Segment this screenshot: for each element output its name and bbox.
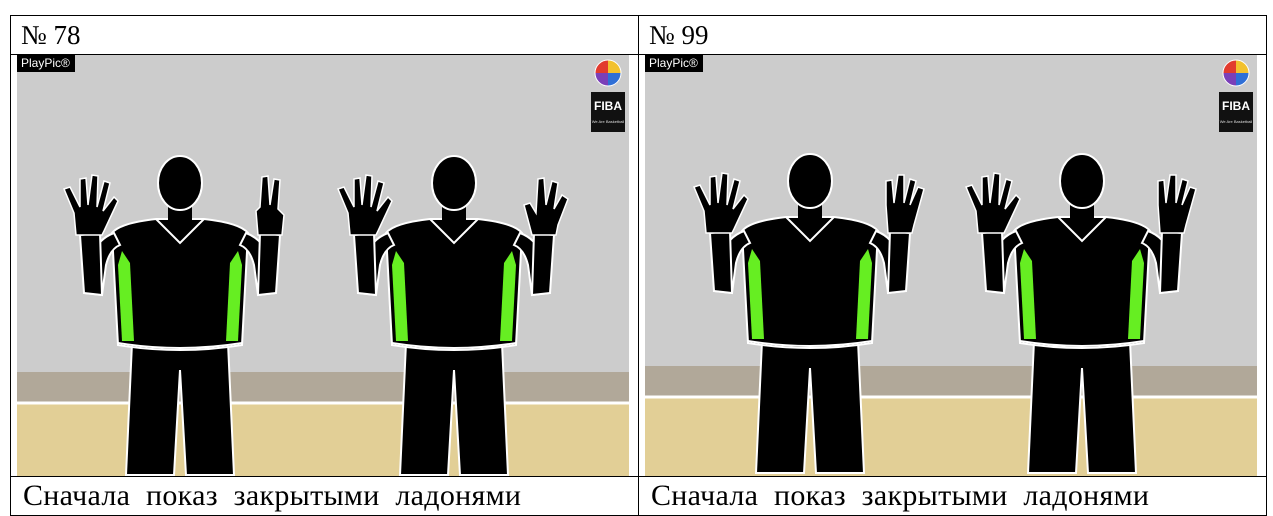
picture-cell: PlayPic® FIBA We Are Basketball [11,55,639,477]
referee-illustration [17,55,629,476]
fiba-logo-tagline: We Are Basketball [591,119,625,124]
fiba-ball-icon [593,58,623,88]
signal-caption: Сначала показ закрытыми ладонями [11,477,638,515]
referee-signal-image: PlayPic® FIBA We Are Basketball [645,55,1257,476]
baseboard [17,372,629,402]
signal-caption: Сначала показ закрытыми ладонями [639,477,1266,515]
floor [645,396,1257,476]
signal-number: № 99 [639,16,1266,54]
signal-number: № 78 [11,16,638,54]
fiba-logo-tagline: We Are Basketball [1219,119,1253,124]
fiba-logo-word: FIBA [1219,99,1253,113]
playpic-watermark: PlayPic® [645,55,703,72]
number-cell: № 99 [639,16,1267,55]
baseboard [645,366,1257,396]
fiba-logo: FIBA We Are Basketball [1219,92,1253,132]
fiba-ball-icon [1221,58,1251,88]
number-cell: № 78 [11,16,639,55]
signal-table: № 78 № 99 [10,15,1267,516]
caption-cell: Сначала показ закрытыми ладонями [639,477,1267,516]
referee-illustration [645,55,1257,476]
caption-cell: Сначала показ закрытыми ладонями [11,477,639,516]
referee-signal-image: PlayPic® FIBA We Are Basketball [17,55,629,476]
playpic-watermark: PlayPic® [17,55,75,72]
fiba-logo: FIBA We Are Basketball [591,92,625,132]
picture-cell: PlayPic® FIBA We Are Basketball [639,55,1267,477]
floor [17,402,629,476]
fiba-logo-word: FIBA [591,99,625,113]
